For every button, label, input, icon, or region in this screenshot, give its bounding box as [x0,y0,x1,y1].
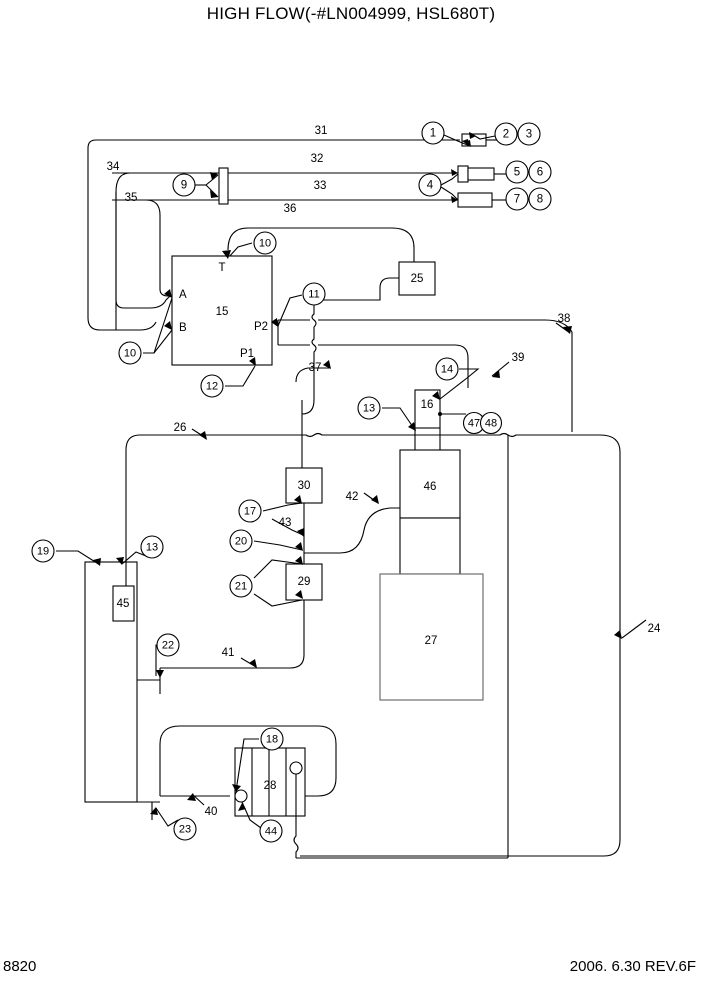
callout: 1 [421,121,445,145]
sheet-number: 8820 [3,958,37,975]
box-label-30: 30 [298,480,311,492]
callout-label: 7 [514,194,520,206]
callout-label: 22 [162,639,174,651]
box-label-46: 46 [424,481,437,493]
box-label-group: 15 25 16 30 29 46 27 45 28 [117,273,438,792]
leader-label-40: 40 [205,806,218,818]
callout: 6 [528,160,552,184]
box-label-16: 16 [421,399,434,411]
leader-label-39: 39 [512,352,525,364]
callout: 11 [302,282,326,306]
callout: 7 [505,187,529,211]
callout: 9 [172,173,196,197]
callout: 4 [418,173,442,197]
callout-label: 13 [363,402,375,414]
leader-label-31: 31 [315,125,328,137]
port-label-b: B [179,322,187,334]
callout-label: 13 [146,541,158,553]
box-label-45: 45 [117,598,130,610]
callout: 2 [494,122,518,146]
callout-label: 17 [244,505,256,517]
callout-label: 3 [526,129,532,141]
callout: 18 [260,727,284,751]
leader-label-42: 42 [346,491,359,503]
callout: 48 [479,411,503,435]
callout-label: 48 [485,417,497,429]
callout-label: 5 [514,167,520,179]
callout-label: 23 [179,823,191,835]
callout-label: 2 [503,129,509,141]
callout: 8 [528,187,552,211]
leader-label-36: 36 [284,203,297,215]
callout: 19 [31,539,55,563]
leader-label-43: 43 [279,517,292,529]
callout-label: 11 [308,288,319,300]
callout-label: 21 [235,580,247,592]
callout: 10 [118,341,142,365]
callout: 23 [173,817,197,841]
leader-label-32: 32 [311,153,324,165]
port-label-p2: P2 [254,321,268,333]
callout: 21 [229,574,253,598]
leader-label-35: 35 [125,192,138,204]
leader-label-38: 38 [558,313,571,325]
port-label-group: T A B P2 P1 [179,262,268,360]
callout-label: 20 [235,535,247,547]
page-title: HIGH FLOW(-#LN004999, HSL680T) [206,4,496,23]
callout: 17 [238,499,262,523]
port-label-t: T [218,262,225,274]
port-label-p1: P1 [240,348,254,360]
revision-stamp: 2006. 6.30 REV.6F [569,958,696,975]
leader-label-group: 24 26 31 32 33 34 35 36 37 38 39 40 41 4… [107,125,661,818]
callout: 20 [229,529,253,553]
leader-label-34: 34 [107,161,120,173]
arrowhead-group [93,132,622,815]
box-label-27: 27 [425,635,438,647]
leader-label-41: 41 [222,647,235,659]
leader-label-33: 33 [314,180,327,192]
callout-label: 9 [181,180,187,192]
callout: 10 [253,231,277,255]
callout-label: 18 [266,733,278,745]
callout: 22 [156,633,180,657]
leader-label-24: 24 [648,623,661,635]
callout: 3 [517,122,541,146]
leader-label-37: 37 [309,362,322,374]
leader-label-26: 26 [174,422,187,434]
callout-label: 44 [265,825,277,837]
callout: 47 [462,411,486,435]
callout-label: 6 [537,167,543,179]
port-label-a: A [179,289,187,301]
callout-label: 19 [37,545,49,557]
box-label-25: 25 [411,273,424,285]
callout-label: 12 [206,380,218,392]
callout-label: 8 [537,194,543,206]
callout: 13 [140,535,164,559]
box-label-28: 28 [264,780,277,792]
callout-group: 1 2 3 4 5 6 7 8 9 10 10 11 12 13 13 14 1… [31,121,552,843]
callout-label: 47 [468,417,480,429]
callout-label: 14 [441,363,453,375]
box-label-15: 15 [216,306,229,318]
callout: 12 [200,374,224,398]
callout-label: 1 [430,128,436,140]
callout-label: 10 [124,347,136,359]
callout-label: 4 [427,180,434,192]
callout: 5 [505,160,529,184]
callout-label: 10 [259,237,271,249]
callout: 44 [259,819,283,843]
box-label-29: 29 [298,576,311,588]
callout: 14 [435,357,459,381]
callout: 13 [357,396,381,420]
